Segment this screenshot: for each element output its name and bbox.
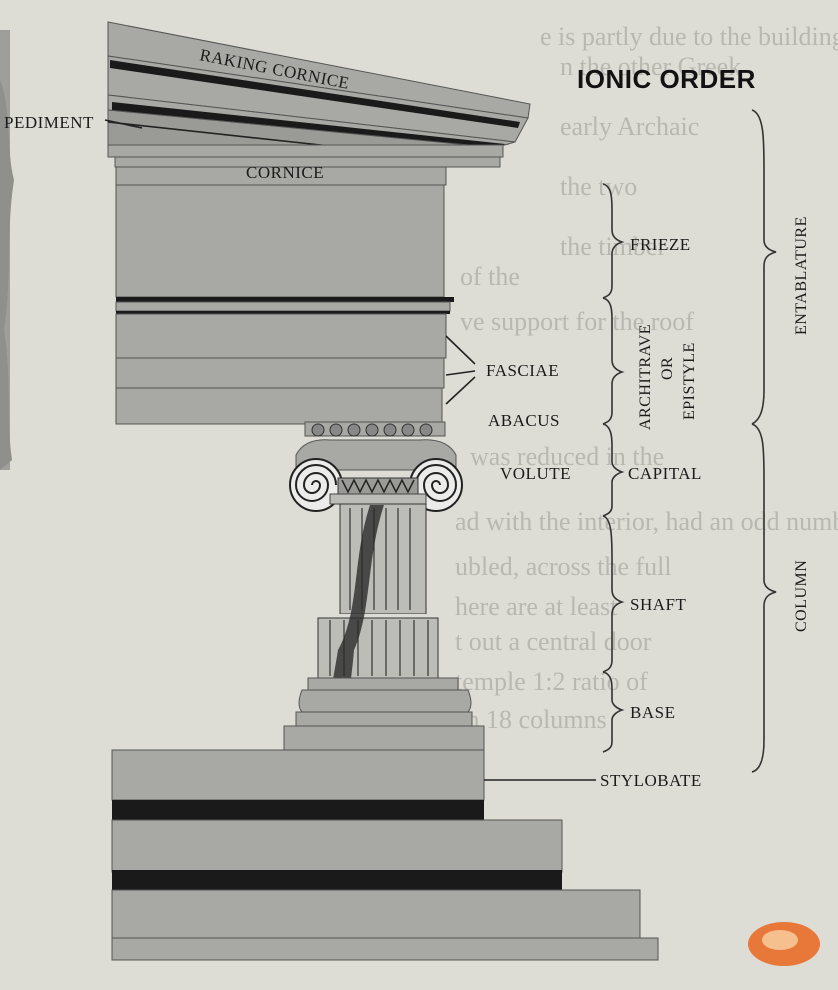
- volute-label: VOLUTE: [500, 464, 571, 483]
- capital-label: CAPITAL: [628, 464, 702, 483]
- left-edge-figure: [0, 30, 14, 470]
- braces-inner: [602, 183, 625, 753]
- background-text-line: t out a central door: [455, 627, 652, 656]
- background-text-line: ve support for the roof: [460, 307, 694, 336]
- entablature-label: ENTABLATURE: [793, 216, 810, 335]
- base-label: BASE: [630, 703, 675, 722]
- epistyle-label: EPISTYLE: [681, 342, 698, 420]
- column-label: COLUMN: [793, 560, 810, 632]
- pediment-label: PEDIMENT: [4, 113, 94, 132]
- background-text-line: ad with the interior, had an odd number: [455, 507, 838, 536]
- background-text-line: e is partly due to the building's plan: [540, 22, 838, 51]
- shaft-label: SHAFT: [630, 595, 686, 614]
- background-page-text: e is partly due to the building's plan n…: [455, 22, 838, 734]
- abacus-label: ABACUS: [488, 411, 560, 430]
- frieze-block: [115, 184, 445, 298]
- cornice-shape: [107, 144, 504, 186]
- background-text-line: ubled, across the full: [455, 552, 672, 581]
- background-text-line: temple 1:2 ratio of: [455, 667, 648, 696]
- architrave-label-group: ARCHITRAVE OR EPISTYLE: [637, 324, 698, 430]
- braces-outer: [751, 109, 777, 773]
- stylobate-steps: [111, 749, 659, 961]
- frieze-label: FRIEZE: [630, 235, 691, 254]
- background-text-line: the two: [560, 172, 637, 201]
- fasciae-label: FASCIAE: [486, 361, 559, 380]
- capital-shape: [289, 421, 463, 512]
- stylobate-label: STYLOBATE: [600, 771, 702, 790]
- background-text-line: early Archaic: [560, 112, 699, 141]
- cornice-label: CORNICE: [246, 163, 324, 182]
- background-text-line: was reduced in the: [470, 442, 664, 471]
- architrave-label: ARCHITRAVE: [637, 324, 654, 430]
- page-corner-tab: [748, 922, 820, 966]
- architrave-block: [115, 313, 447, 425]
- base-shape: [283, 677, 485, 751]
- leader-lines: [104, 119, 596, 781]
- background-text-line: n the other Greek: [560, 52, 741, 81]
- frieze-molding: [115, 297, 454, 314]
- diagram-title: IONIC ORDER: [577, 64, 756, 94]
- architrave-or-label: OR: [659, 357, 676, 380]
- background-text-line: here are at least: [455, 592, 618, 621]
- pediment-shape: [107, 21, 531, 149]
- background-text-line: of the: [460, 262, 520, 291]
